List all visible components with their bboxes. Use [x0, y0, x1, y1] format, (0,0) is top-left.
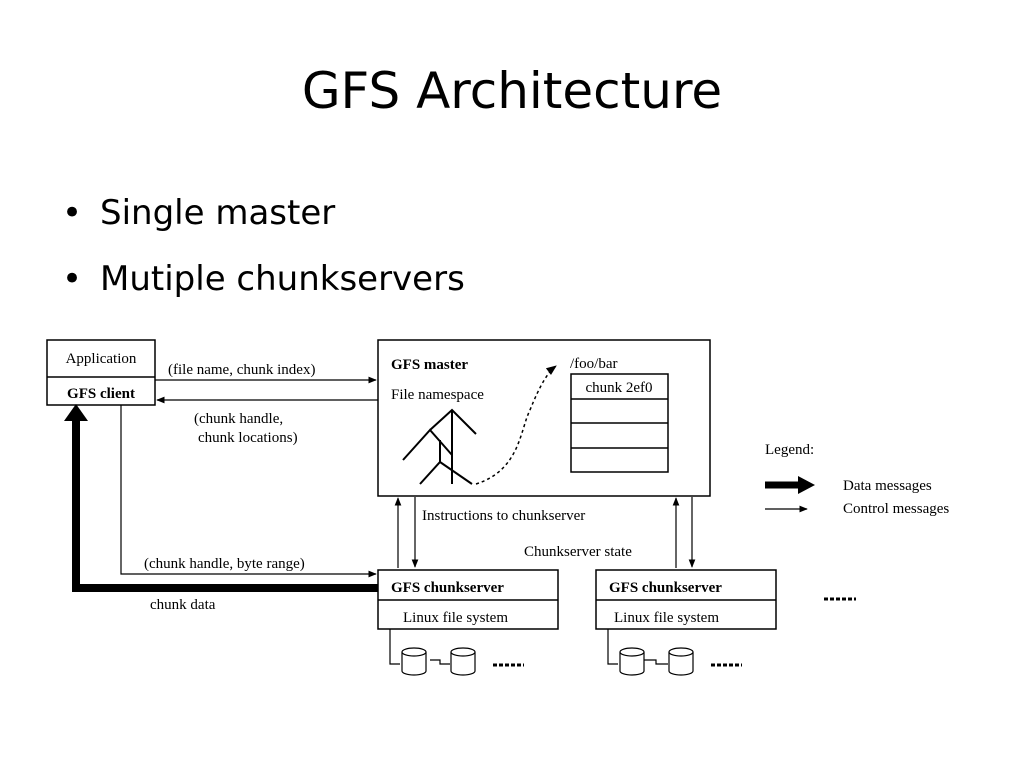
master-box: GFS master File namespace /foo/bar chunk…	[377, 339, 711, 497]
namespace-tree-icon	[402, 408, 477, 485]
disk-icon	[668, 647, 694, 676]
application-label: Application	[66, 351, 137, 367]
chunkserver-title: GFS chunkserver	[391, 580, 504, 596]
chunkserver-title: GFS chunkserver	[609, 580, 722, 596]
response-label-line2: chunk locations)	[198, 430, 298, 446]
chunkserver-box-1: GFS chunkserver Linux file system	[377, 569, 559, 676]
namespace-path-curve	[475, 365, 557, 485]
disk-group	[607, 629, 694, 676]
disk-icon	[401, 647, 427, 676]
disk-group	[389, 629, 476, 676]
legend-control-label: Control messages	[843, 501, 949, 517]
chunk-data-label: chunk data	[150, 597, 216, 613]
legend: Legend: Data messages Control messages	[765, 442, 949, 517]
gfs-client-label: GFS client	[67, 386, 135, 402]
bullet-text: Single master	[100, 193, 336, 233]
chunk-id-label: chunk 2ef0	[585, 380, 652, 396]
slide-title: GFS Architecture	[301, 62, 723, 120]
chunk-data-arrow	[72, 420, 378, 592]
linux-fs-label: Linux file system	[403, 610, 508, 626]
linux-fs-label: Linux file system	[614, 610, 719, 626]
bullet-text: Mutiple chunkservers	[100, 259, 465, 299]
bullet-item: • Mutiple chunkservers	[62, 256, 465, 322]
legend-title: Legend:	[765, 442, 814, 458]
bullet-list: • Single master • Mutiple chunkservers	[62, 190, 465, 322]
chunk-data-arrowhead	[64, 404, 88, 421]
master-title: GFS master	[391, 357, 468, 373]
instructions-label: Instructions to chunkserver	[422, 508, 585, 524]
response-label-line1: (chunk handle,	[194, 411, 283, 427]
chunk-table: chunk 2ef0	[570, 373, 669, 473]
bullet-dot: •	[62, 259, 83, 299]
legend-data-label: Data messages	[843, 478, 932, 494]
chunkserver-box-2: GFS chunkserver Linux file system	[595, 569, 777, 676]
file-path-label: /foo/bar	[570, 356, 617, 372]
client-box: Application GFS client	[46, 339, 156, 406]
disk-icon	[619, 647, 645, 676]
legend-data-arrowhead	[798, 476, 815, 494]
bullet-dot: •	[62, 193, 83, 233]
byte-range-label: (chunk handle, byte range)	[144, 556, 305, 572]
byte-range-arrow	[120, 405, 377, 578]
bullet-item: • Single master	[62, 190, 465, 256]
namespace-label: File namespace	[391, 387, 484, 403]
state-label: Chunkserver state	[524, 544, 632, 560]
request-label: (file name, chunk index)	[168, 362, 315, 378]
disk-icon	[450, 647, 476, 676]
